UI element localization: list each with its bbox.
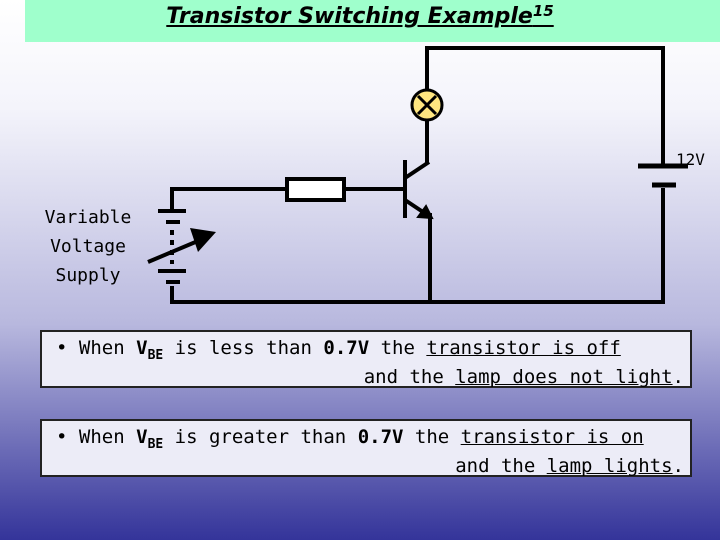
battery-icon — [638, 163, 688, 188]
statement-prefix: When — [78, 426, 137, 448]
statement-line2-prefix: and the — [363, 366, 456, 388]
bullet: • — [56, 337, 68, 359]
statement-after: the — [403, 426, 461, 448]
vbe-symbol: V — [136, 337, 148, 359]
wire-top — [425, 46, 665, 165]
statement-middle: is less than — [163, 337, 324, 359]
statement-line-2: and the lamp lights. — [455, 455, 684, 477]
statement-prefix: When — [78, 337, 137, 359]
period: . — [672, 455, 684, 477]
variable-supply-icon — [158, 209, 186, 284]
statement-line-2: and the lamp does not light. — [364, 366, 684, 388]
vbe-symbol: V — [136, 426, 148, 448]
lamp-state: lamp does not light — [455, 366, 673, 388]
transistor-state: transistor is off — [426, 337, 621, 359]
supply-label-line: Variable — [44, 207, 132, 228]
title-superscript: 15 — [532, 2, 554, 20]
threshold-value: 0.7V — [357, 426, 404, 448]
page-title: Transistor Switching Example15 — [0, 2, 720, 29]
statement-middle: is greater than — [163, 426, 358, 448]
supply-label-line: Supply — [55, 265, 121, 286]
statement-box-on: • When VBE is greater than 0.7V the tran… — [40, 419, 692, 477]
statement-box-off: • When VBE is less than 0.7V the transis… — [40, 330, 692, 388]
statement-line2-prefix: and the — [455, 455, 547, 477]
threshold-value: 0.7V — [323, 337, 370, 359]
wire-supply-bottom — [170, 286, 432, 304]
resistor-icon — [285, 177, 346, 202]
period: . — [672, 366, 684, 388]
title-text: Transistor Switching Example — [166, 4, 533, 29]
vbe-subscript: BE — [147, 348, 164, 363]
battery-voltage-label: 12V — [676, 150, 705, 169]
transistor-state: transistor is on — [460, 426, 644, 448]
lamp-icon — [410, 88, 444, 122]
variable-arrow-icon — [147, 228, 216, 264]
statement-after: the — [369, 337, 427, 359]
transistor-icon — [403, 160, 434, 220]
bullet: • — [56, 426, 68, 448]
vbe-subscript: BE — [147, 437, 164, 452]
title-bar — [25, 0, 720, 42]
statement-line: • When VBE is greater than 0.7V the tran… — [56, 426, 644, 452]
supply-label: Variable Voltage Supply — [38, 203, 138, 290]
statement-line: • When VBE is less than 0.7V the transis… — [56, 337, 621, 363]
lamp-state: lamp lights — [546, 455, 673, 477]
supply-label-line: Voltage — [50, 236, 126, 257]
wire-right — [425, 188, 665, 304]
